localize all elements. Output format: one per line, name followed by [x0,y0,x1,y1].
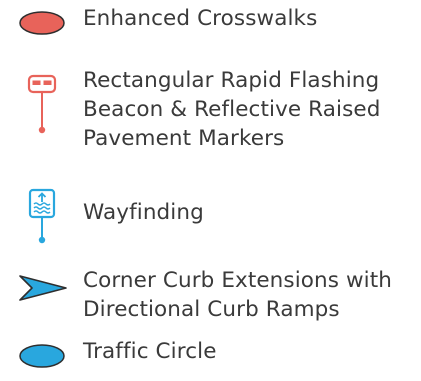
blue-oval-icon [18,341,66,375]
legend-label-curb-extensions: Corner Curb Extensions with Directional … [83,268,393,322]
red-oval-icon [18,8,66,42]
wayfinding-sign-icon [20,188,64,252]
legend-label-rrfb: Rectangular Rapid Flashing Beacon & Refl… [83,68,381,151]
legend-label-wayfinding: Wayfinding [83,200,204,225]
curb-extension-chevron-icon [16,268,72,312]
legend-label-enhanced-crosswalks: Enhanced Crosswalks [83,6,318,31]
flashing-beacon-sign-icon [20,72,64,140]
legend-label-traffic-circle: Traffic Circle [83,339,217,364]
